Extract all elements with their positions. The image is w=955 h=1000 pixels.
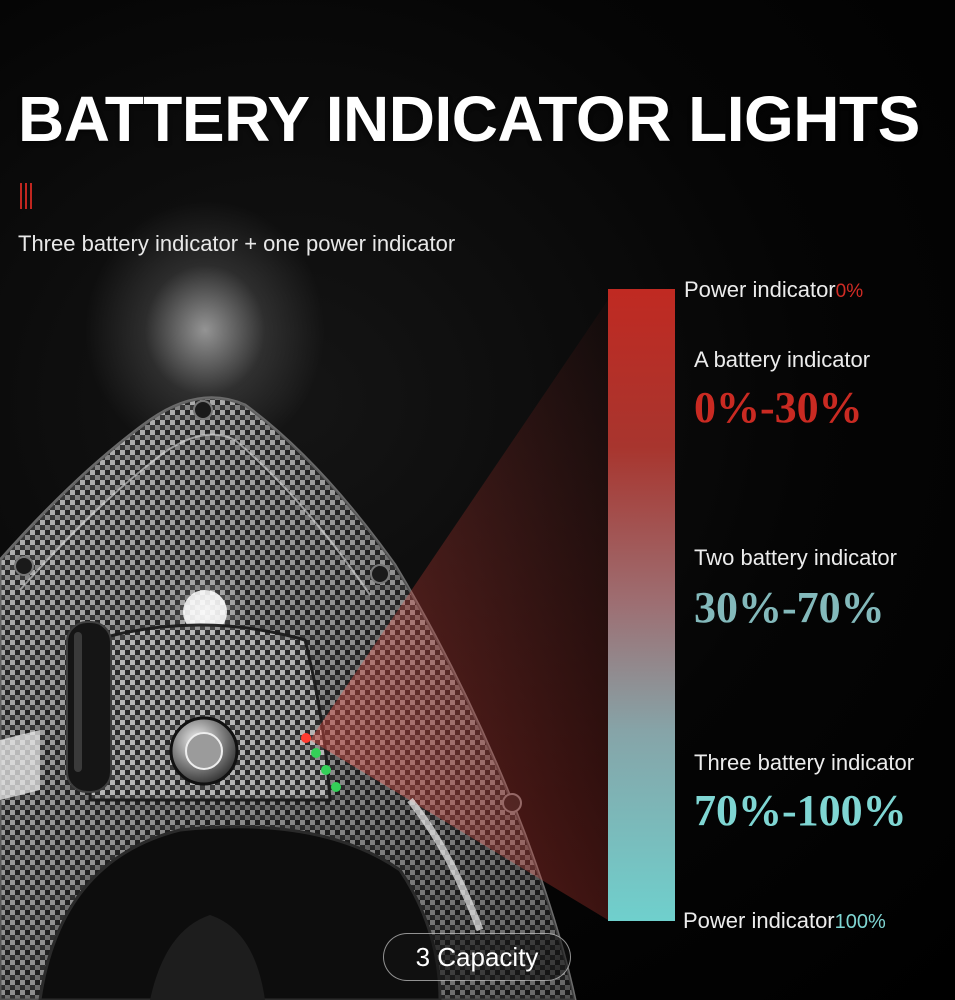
gauge-top-label-text: Power indicator	[684, 277, 836, 302]
level-2-range: 30%-70%	[694, 583, 885, 632]
subtitle: Three battery indicator + one power indi…	[18, 231, 456, 256]
gauge-bottom-label: Power indicator100%	[683, 908, 886, 934]
power-button-icon	[169, 716, 239, 786]
gauge-top-label-value: 0%	[835, 281, 864, 302]
gauge-top-label: Power indicator0%	[684, 277, 863, 303]
three-vertical-red-bars-icon	[20, 183, 34, 209]
level-1-label: A battery indicator	[694, 347, 871, 372]
level-3-range: 70%-100%	[694, 786, 907, 835]
capacity-caption-pill[interactable]: 3 Capacity	[383, 933, 571, 981]
battery-gauge-bar	[608, 289, 675, 921]
antenna	[66, 621, 112, 793]
page-title: BATTERY INDICATOR LIGHTS	[18, 83, 920, 155]
level-3-label: Three battery indicator	[694, 750, 915, 775]
led-indicator-lights-icon	[301, 733, 341, 792]
gauge-bottom-label-value: 100%	[834, 911, 886, 933]
level-2-label: Two battery indicator	[694, 545, 897, 570]
light-beam	[310, 300, 608, 920]
level-1-range: 0%-30%	[694, 383, 863, 432]
gauge-bottom-label-text: Power indicator	[683, 908, 835, 933]
